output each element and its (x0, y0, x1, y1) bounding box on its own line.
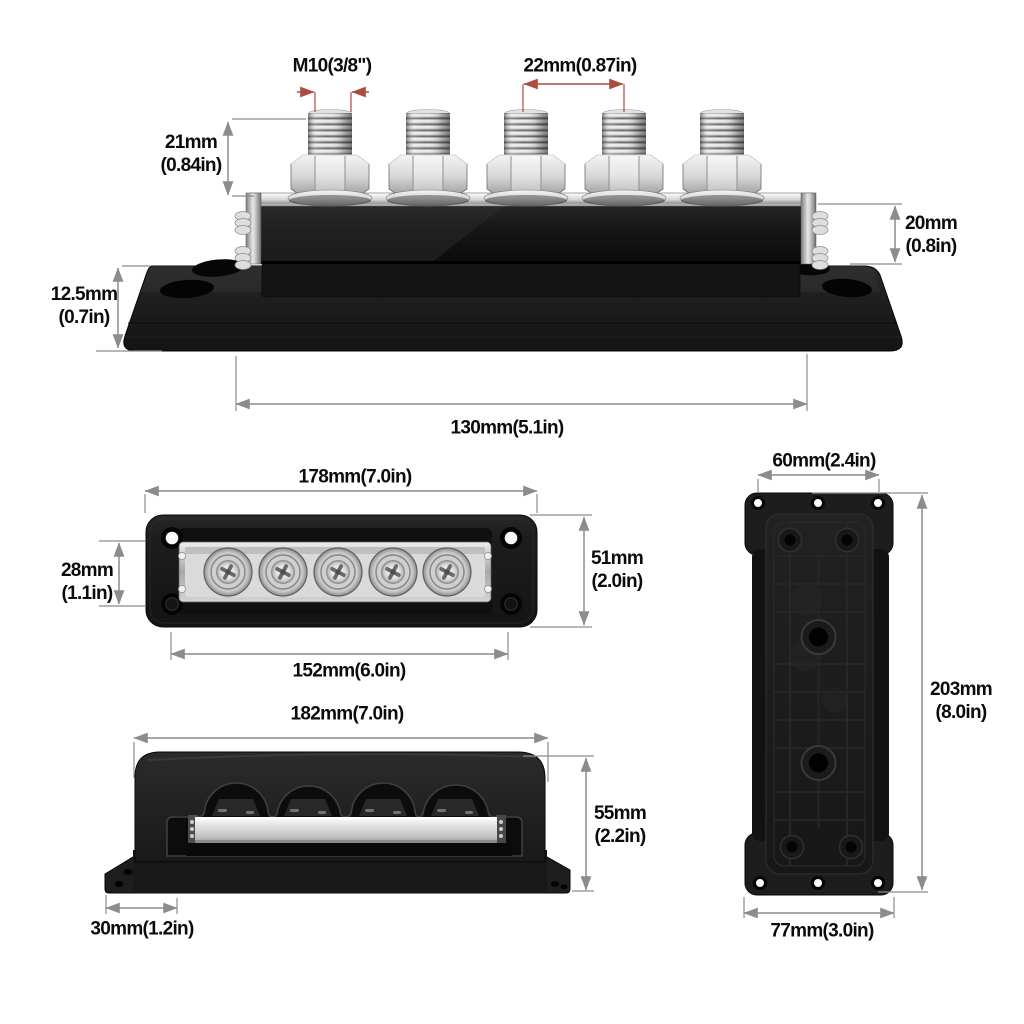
dim-label-top-hole-spacing: 152mm(6.0in) (292, 660, 406, 682)
terminal-studs (287, 108, 765, 207)
dim-label-base-height: 12.5mm (0.7in) (50, 283, 118, 328)
dim-label-busbar-height: 20mm (0.8in) (904, 212, 958, 257)
dim-label-stud-pitch: 22mm(0.87in) (523, 55, 637, 77)
dim-label-stud-height: 21mm (0.84in) (160, 131, 223, 176)
foot-holes (114, 869, 568, 890)
frame-screws (178, 552, 492, 593)
dim-label-foot-width: 30mm(1.2in) (90, 918, 194, 940)
front-view-drawing (104, 751, 571, 894)
bar-spring-glints (190, 820, 503, 838)
dim-label-flange-width: 77mm(3.0in) (770, 920, 874, 942)
dim-label-cover-height: 55mm (2.2in) (593, 802, 647, 847)
side-view-drawing (123, 108, 903, 352)
top-view-drawing (145, 514, 538, 628)
dim-label-mounting-span: 130mm(5.1in) (450, 417, 564, 439)
dimension-lines (96, 118, 928, 919)
end-springs (234, 211, 829, 270)
terminal-screws-top (203, 547, 472, 597)
dim-label-top-width: 178mm(7.0in) (298, 466, 412, 488)
dim-label-overall-length: 203mm (8.0in) (930, 678, 993, 723)
rib-bosses (777, 527, 864, 860)
corner-holes (161, 527, 522, 615)
dim-label-strip-height: 28mm (1.1in) (60, 559, 114, 604)
dim-label-top-height: 51mm (2.0in) (590, 547, 644, 592)
dimension-lines-red (297, 78, 625, 112)
dim-label-cover-width: 182mm(7.0in) (290, 703, 404, 725)
flange-holes (751, 496, 885, 890)
bottom-view-drawing (744, 492, 894, 896)
dim-label-bottom-hole-spacing: 60mm(2.4in) (772, 450, 876, 472)
dim-label-stud-thread: M10(3/8") (292, 55, 372, 77)
